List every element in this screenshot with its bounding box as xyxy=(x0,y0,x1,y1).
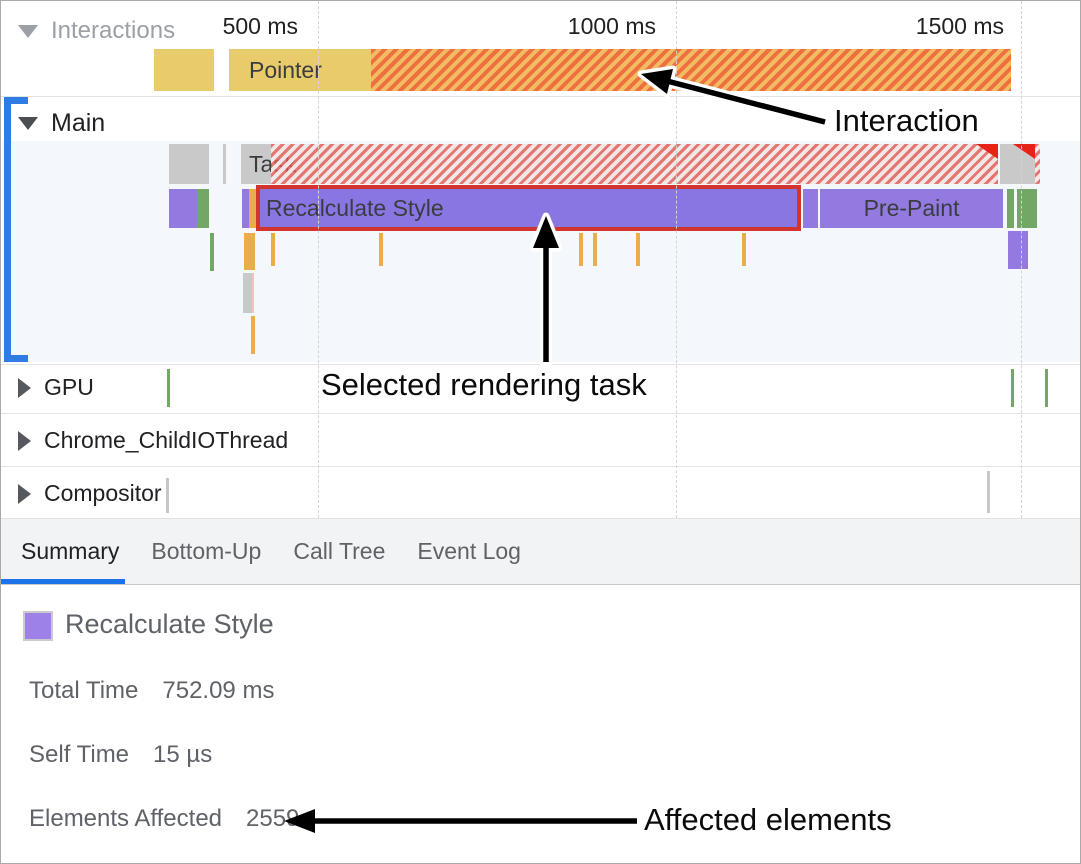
expand-triangle-icon[interactable] xyxy=(18,483,31,504)
summary-row-value: 2559 xyxy=(246,805,300,832)
long-task-warning-icon xyxy=(976,144,998,159)
track-label: Chrome_ChildIOThread xyxy=(44,427,289,453)
tab-summary[interactable]: Summary xyxy=(21,538,120,564)
track-label: Interactions xyxy=(51,17,176,44)
track-separator xyxy=(1,96,1080,97)
gridline xyxy=(1021,1,1022,518)
track-header-interactions[interactable]: Interactions xyxy=(18,17,175,45)
tab-call-tree[interactable]: Call Tree xyxy=(293,538,386,564)
script-tick[interactable] xyxy=(593,233,597,266)
long-task-warning-icon xyxy=(1013,144,1035,159)
track-label: Main xyxy=(51,109,106,137)
summary-title: Recalculate Style xyxy=(65,609,274,639)
annotation-selected-task: Selected rendering task xyxy=(321,367,647,402)
annotation-interaction: Interaction xyxy=(834,103,979,138)
track-separator xyxy=(1,413,1080,414)
task-bar-label: Task xyxy=(241,144,296,184)
expand-triangle-icon[interactable] xyxy=(18,377,31,398)
long-task-hatch[interactable] xyxy=(1035,144,1040,184)
summary-row-label: Total Time xyxy=(29,677,139,704)
expand-triangle-icon[interactable] xyxy=(18,430,31,451)
time-label: 1500 ms xyxy=(915,13,1004,39)
selected-recalculate-style-bar-label: Recalculate Style xyxy=(266,195,444,221)
gridline xyxy=(318,1,319,518)
active-tab-underline xyxy=(1,579,125,584)
task-fragment[interactable] xyxy=(169,144,209,184)
script-tick[interactable] xyxy=(742,233,746,266)
summary-row-self-time: Self Time 15 µs xyxy=(29,741,212,769)
collapse-triangle-icon[interactable] xyxy=(18,117,38,130)
summary-row-total-time: Total Time 752.09 ms xyxy=(29,677,274,705)
style-fragment[interactable] xyxy=(169,189,197,228)
layout-fragment[interactable] xyxy=(210,233,214,271)
selected-recalculate-style-bar[interactable]: Recalculate Style xyxy=(256,185,801,231)
script-tick[interactable] xyxy=(379,233,383,266)
script-tick[interactable] xyxy=(579,233,583,266)
task-fragment[interactable] xyxy=(243,273,254,313)
script-tick[interactable] xyxy=(636,233,640,266)
gpu-activity-tick[interactable] xyxy=(1011,369,1014,407)
style-fragment[interactable] xyxy=(803,189,818,228)
script-fragment[interactable] xyxy=(249,189,257,228)
style-fragment[interactable] xyxy=(1008,231,1028,269)
tab-event-log[interactable]: Event Log xyxy=(417,538,521,564)
track-separator xyxy=(1,466,1080,467)
tab-bottom-up[interactable]: Bottom-Up xyxy=(151,538,262,564)
selected-track-bracket xyxy=(4,97,28,104)
layout-fragment[interactable] xyxy=(1017,189,1037,228)
task-bar[interactable]: Task xyxy=(241,144,296,184)
track-label: Compositor xyxy=(44,480,162,506)
track-header-main[interactable]: Main xyxy=(18,109,105,138)
layout-fragment[interactable] xyxy=(197,189,209,228)
event-color-swatch xyxy=(23,611,53,641)
pointer-interaction-candystripe[interactable] xyxy=(371,49,1011,91)
compositor-tick[interactable] xyxy=(987,471,990,513)
track-label: GPU xyxy=(44,374,94,400)
tab-bar: Summary Bottom-Up Call Tree Event Log xyxy=(1,518,1080,585)
pointer-interaction-bar[interactable]: Pointer xyxy=(229,49,371,91)
summary-row-value: 752.09 ms xyxy=(162,677,275,704)
summary-row-value: 15 µs xyxy=(153,741,213,768)
script-tick[interactable] xyxy=(271,233,275,266)
track-header-childio[interactable]: Chrome_ChildIOThread xyxy=(18,427,288,454)
collapse-triangle-icon[interactable] xyxy=(18,24,38,38)
gridline xyxy=(676,1,677,518)
selected-track-bracket xyxy=(4,97,11,362)
pre-paint-bar[interactable]: Pre-Paint xyxy=(820,189,1003,228)
track-header-gpu[interactable]: GPU xyxy=(18,374,94,401)
flame-chart: PointerTaskRecalculate Style Pre-Paint xyxy=(1,1,1080,518)
long-task-hatch[interactable] xyxy=(271,144,998,184)
summary-row-label: Elements Affected xyxy=(29,805,223,832)
track-header-compositor[interactable]: Compositor xyxy=(18,480,162,507)
layout-fragment[interactable] xyxy=(1007,189,1014,228)
script-tick[interactable] xyxy=(251,316,255,354)
summary-panel: Recalculate Style Total Time 752.09 ms Sel… xyxy=(1,586,1080,863)
compositor-tick[interactable] xyxy=(166,478,169,513)
annotation-affected-elements: Affected elements xyxy=(644,802,892,837)
script-fragment[interactable] xyxy=(244,233,255,270)
style-fragment[interactable] xyxy=(242,189,250,228)
pre-paint-bar-label: Pre-Paint xyxy=(863,195,960,221)
task-fragment[interactable] xyxy=(223,144,226,184)
summary-row-elements-affected: Elements Affected 2559 xyxy=(29,805,299,833)
time-label: 500 ms xyxy=(222,13,298,39)
summary-row-label: Self Time xyxy=(29,741,130,768)
gpu-activity-tick[interactable] xyxy=(1045,369,1048,407)
pointer-interaction-bar-label: Pointer xyxy=(249,57,322,83)
interaction-segment[interactable] xyxy=(154,49,214,91)
selected-track-bracket xyxy=(4,355,28,362)
gpu-activity-tick[interactable] xyxy=(167,369,170,407)
time-label: 1000 ms xyxy=(567,13,656,39)
